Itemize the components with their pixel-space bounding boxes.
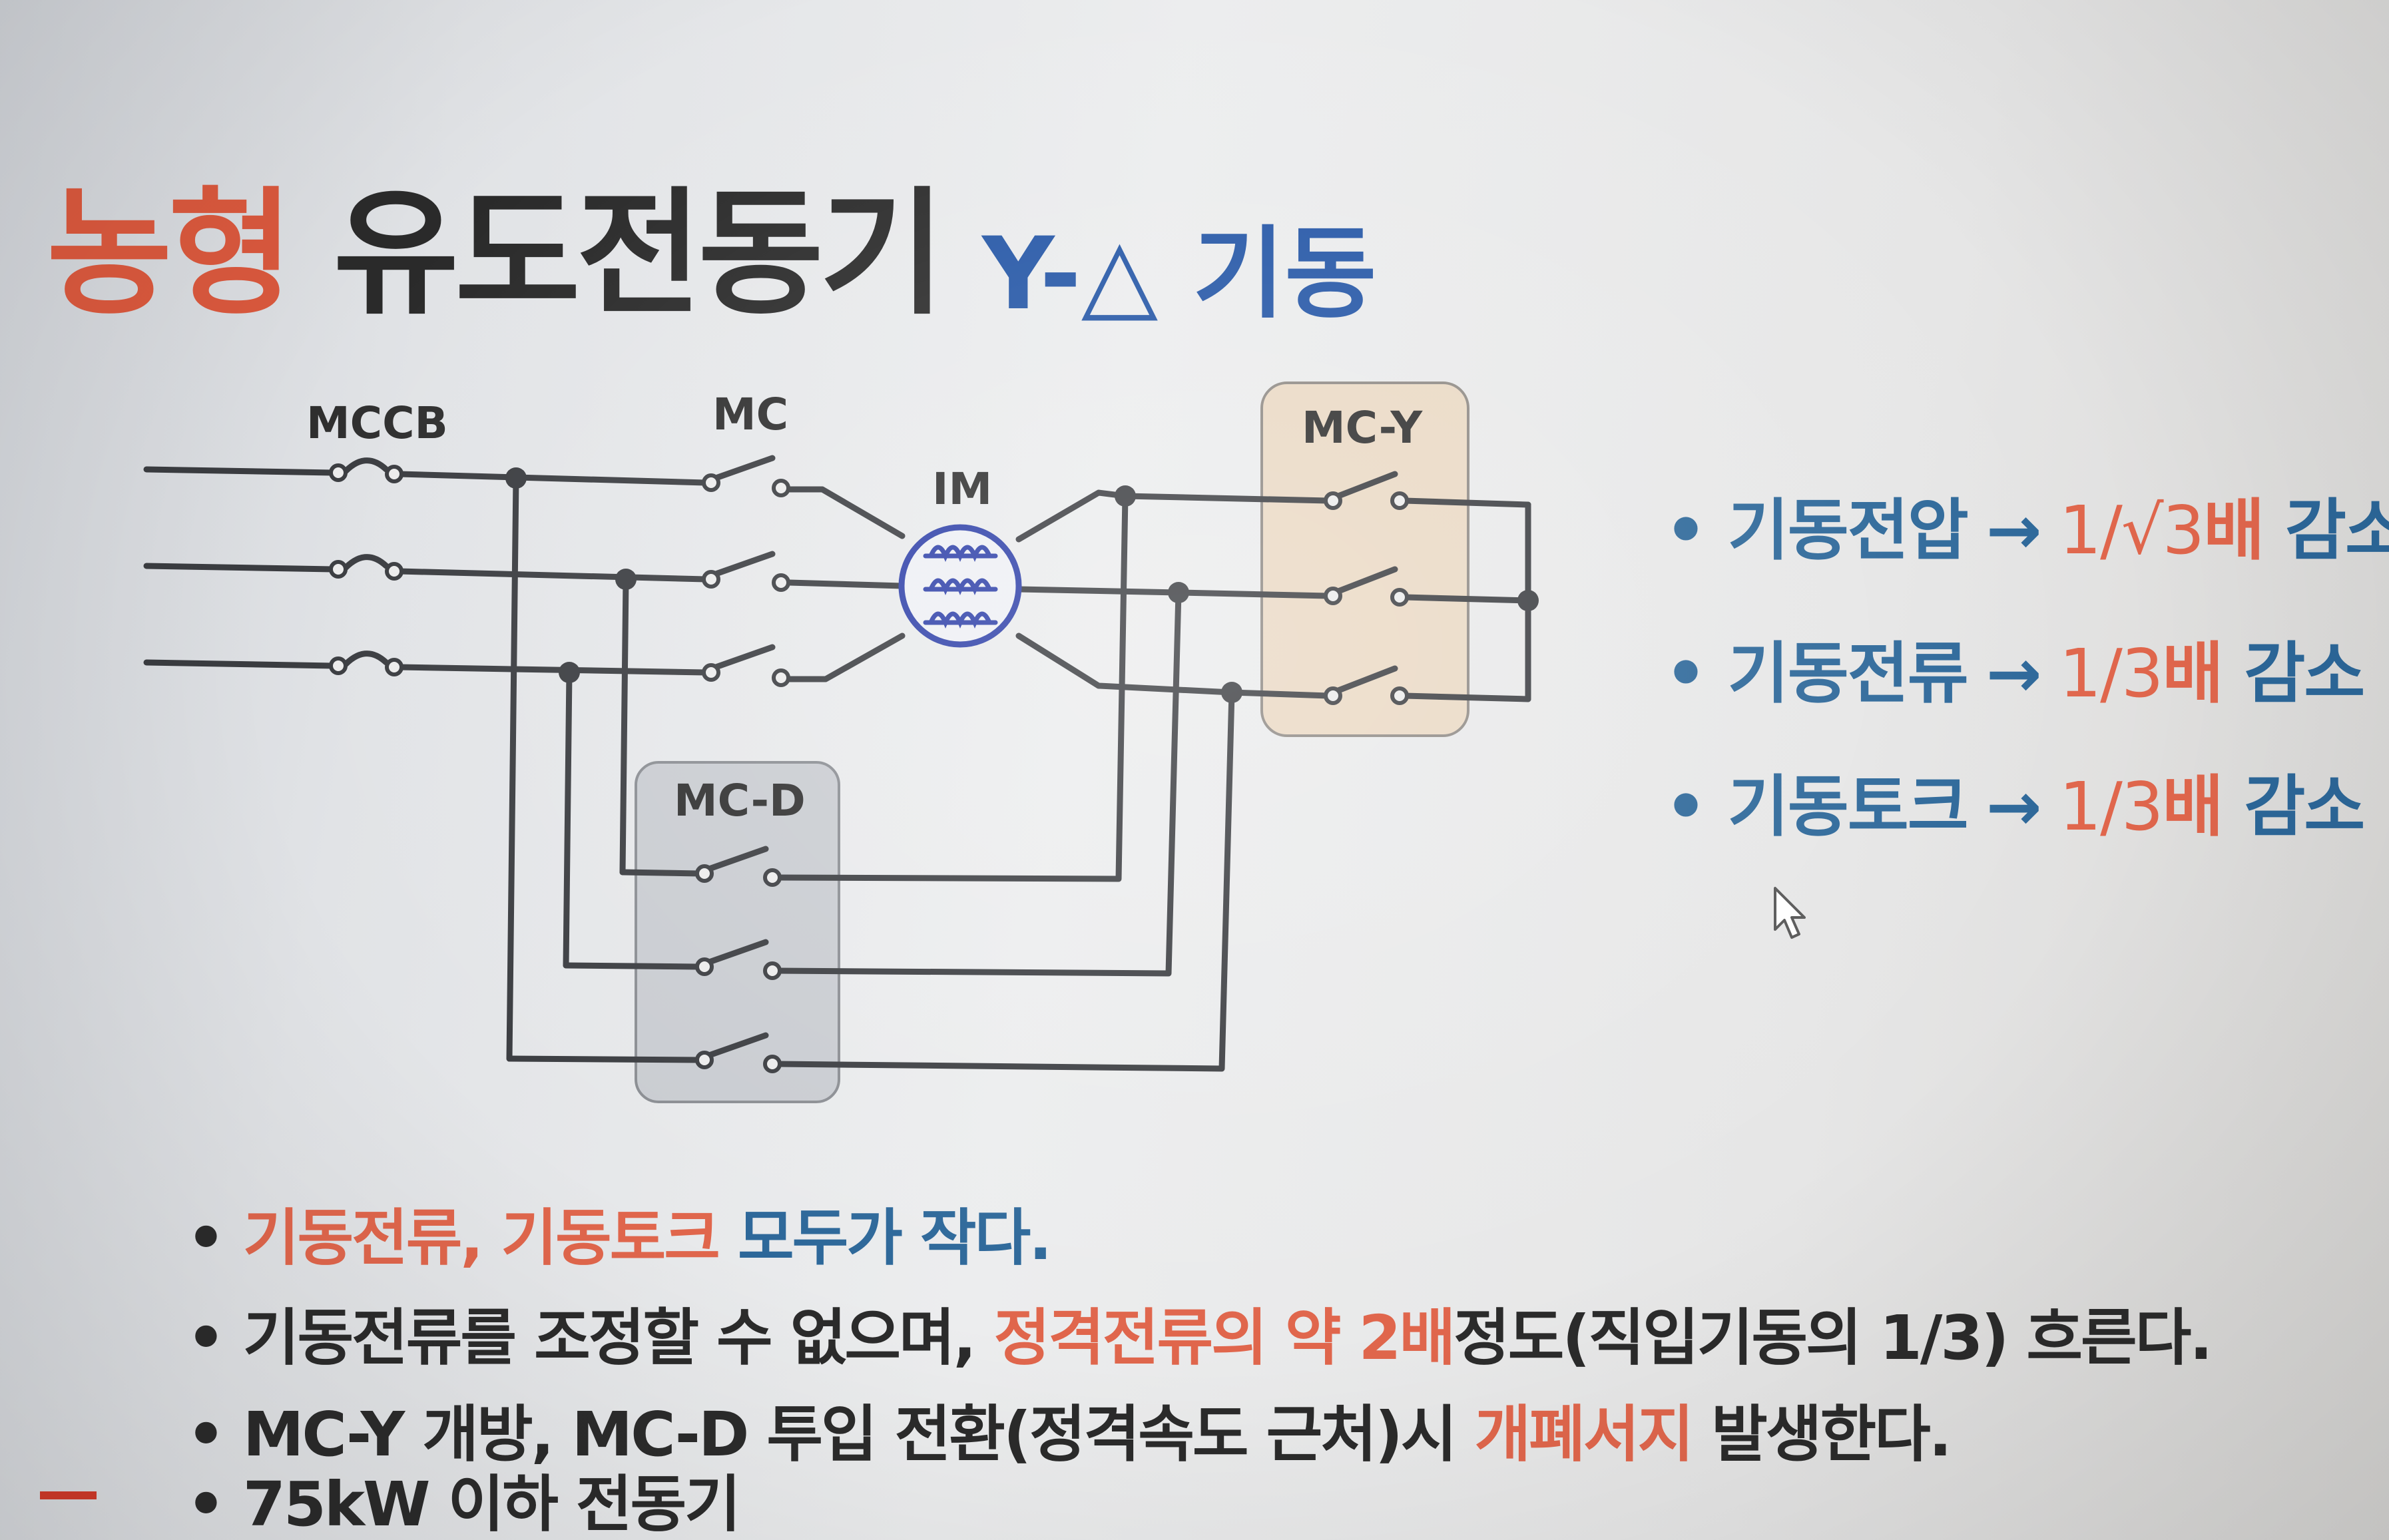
bullet-1-text: 모두가 작다. (718, 1202, 1052, 1274)
progress-indicator (40, 1491, 97, 1499)
slide-title: 농형 유도전동기 (47, 143, 945, 341)
right-item-gamso: 감소 (2244, 635, 2365, 712)
label-im: IM (932, 463, 992, 515)
mc-y-box (1260, 382, 1469, 737)
bottom-bullet-4: • 75kW 이하 전동기 (186, 1455, 741, 1540)
bottom-bullet-1: • 기동전류, 기동토크 모두가 작다. (186, 1188, 1052, 1277)
circuit-wires (143, 455, 1531, 1072)
bullet-2-text-a: 기동전류를 조정할 수 없으며, (242, 1302, 994, 1374)
label-mc-d: MC-D (674, 775, 806, 826)
right-list-item-current: • 기동전류→1/3배 감소 (1665, 619, 2365, 716)
bullet-symbol: • (186, 1302, 226, 1374)
title-part-induction-motor: 유도전동기 (333, 175, 945, 334)
bullet-symbol: • (186, 1202, 226, 1274)
bullet-3-text-a: MC-Y 개방, MC-D 투입 전환(정격속도 근처)시 (242, 1399, 1475, 1470)
bottom-bullet-2: • 기동전류를 조정할 수 없으며, 정격전류의 약 2배정도(직입기동의 1/… (186, 1288, 2213, 1377)
mc-d-box (635, 761, 840, 1103)
bullet-symbol: • (1665, 491, 1707, 569)
title-part-cage: 농형 (47, 175, 294, 334)
arrow-icon: → (1986, 491, 2042, 569)
switch-contacts (329, 463, 1409, 1073)
arrow-icon: → (1986, 768, 2042, 846)
bullet-2-text-c: 정도(직입기동의 1/3) 흐른다. (1454, 1302, 2213, 1374)
right-item-label: 기동토크 (1727, 768, 1969, 846)
right-item-bae: 배 (2162, 635, 2223, 712)
right-item-gamso: 감소 (2285, 491, 2389, 569)
bullet-symbol: • (186, 1469, 226, 1540)
slide-subtitle: Y-△ 기동 (982, 216, 1377, 332)
mouse-cursor-icon (1774, 887, 1806, 939)
bullet-1-highlight: 기동전류, 기동토크 (242, 1202, 720, 1274)
junction-dots (505, 467, 1539, 703)
label-mc: MC (712, 389, 788, 440)
arrow-icon: → (1986, 635, 2042, 712)
bullet-symbol: • (186, 1399, 226, 1470)
right-list-item-torque: • 기동토크→1/3배 감소 (1665, 752, 2365, 849)
right-list-item-voltage: • 기동전압→1/√3배 감소 (1665, 476, 2389, 573)
bullet-4-text: 75kW 이하 전동기 (242, 1469, 741, 1540)
right-item-bae: 배 (2203, 491, 2264, 569)
bullet-symbol: • (1665, 635, 1707, 712)
label-mccb: MCCB (306, 397, 448, 449)
bullet-3-highlight: 개폐서지 (1474, 1399, 1695, 1470)
right-item-ratio: 1/3 (2059, 768, 2164, 846)
right-item-gamso: 감소 (2244, 768, 2365, 846)
motor-im-symbol (898, 524, 1022, 648)
right-item-ratio: 1/3 (2059, 635, 2164, 712)
right-item-label: 기동전압 (1727, 491, 1969, 569)
bullet-symbol: • (1665, 768, 1707, 846)
label-mc-y: MC-Y (1302, 402, 1423, 453)
right-item-ratio: 1/√3 (2059, 491, 2205, 569)
bottom-bullet-3: • MC-Y 개방, MC-D 투입 전환(정격속도 근처)시 개폐서지 발생한… (186, 1385, 1952, 1473)
bullet-3-text-c: 발생한다. (1692, 1399, 1952, 1470)
right-item-bae: 배 (2162, 768, 2223, 846)
right-item-label: 기동전류 (1727, 635, 1969, 712)
bullet-2-highlight: 정격전류의 약 2배 (993, 1302, 1456, 1374)
